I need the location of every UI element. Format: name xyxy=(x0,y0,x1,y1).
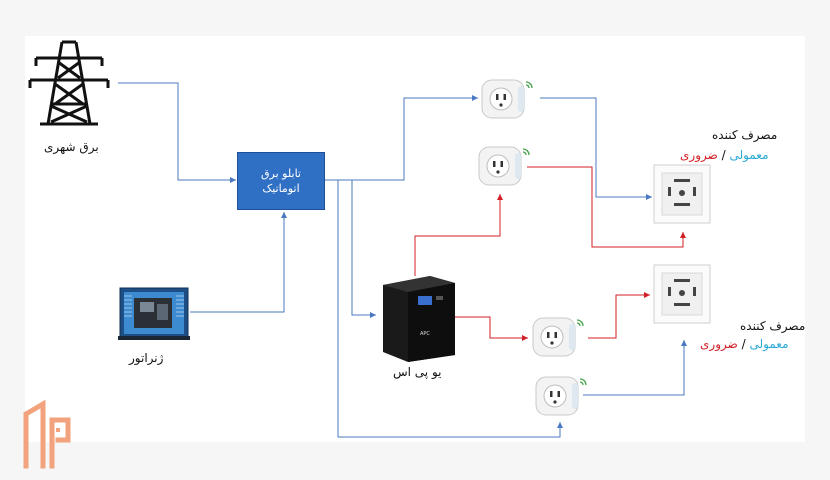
panel-label-line2: اتوماتیک xyxy=(262,182,300,195)
line-ups-to-plug2 xyxy=(414,194,503,276)
consumer-2-title: مصرف کننده xyxy=(740,319,806,333)
consumer-1-separator: / xyxy=(721,148,726,162)
consumer-2-normal: معمولی xyxy=(749,337,789,351)
smart-plug-icon xyxy=(532,317,584,357)
line-grid-to-panel xyxy=(118,82,236,183)
line-panel-to-ups xyxy=(351,180,376,318)
smart-plug-icon xyxy=(481,79,533,119)
line-plug2-to-socket1 xyxy=(527,166,686,248)
consumer-1-critical: ضروری xyxy=(680,148,718,162)
generator-label: ژنراتور xyxy=(129,351,164,365)
line-panel-to-plug4 xyxy=(337,180,563,438)
wall-socket-icon xyxy=(653,164,711,224)
line-generator-to-panel xyxy=(190,212,287,313)
smart-plug-icon xyxy=(535,376,587,416)
normal-lines xyxy=(118,82,687,438)
auto-transfer-panel: تابلو برق اتوماتیک xyxy=(237,152,325,210)
panel-label-line1: تابلو برق xyxy=(261,167,301,180)
transmission-tower-icon xyxy=(28,40,110,126)
line-panel-to-plug1 xyxy=(323,95,478,181)
consumer-2-types: معمولی / ضروری xyxy=(700,337,789,351)
smart-plug-icon xyxy=(478,146,530,186)
ups-icon: APC xyxy=(383,276,455,362)
consumer-2-separator: / xyxy=(741,337,746,351)
critical-lines xyxy=(414,166,686,341)
svg-text:APC: APC xyxy=(420,331,430,337)
line-plug3-to-socket2 xyxy=(588,292,650,339)
line-ups-to-plug3 xyxy=(455,316,528,341)
consumer-1-types: معمولی / ضروری xyxy=(680,148,769,162)
consumer-2-critical: ضروری xyxy=(700,337,738,351)
consumer-1-normal: معمولی xyxy=(729,148,769,162)
ups-label: یو پی اس xyxy=(393,365,442,379)
generator-icon xyxy=(118,287,190,340)
grid-label: برق شهری xyxy=(44,140,99,154)
consumer-1-title: مصرف کننده xyxy=(712,128,778,142)
line-plug1-to-socket1 xyxy=(540,97,652,200)
wall-socket-icon xyxy=(653,264,711,324)
brand-logo-icon xyxy=(23,399,71,469)
line-plug4-to-socket2 xyxy=(583,340,687,396)
